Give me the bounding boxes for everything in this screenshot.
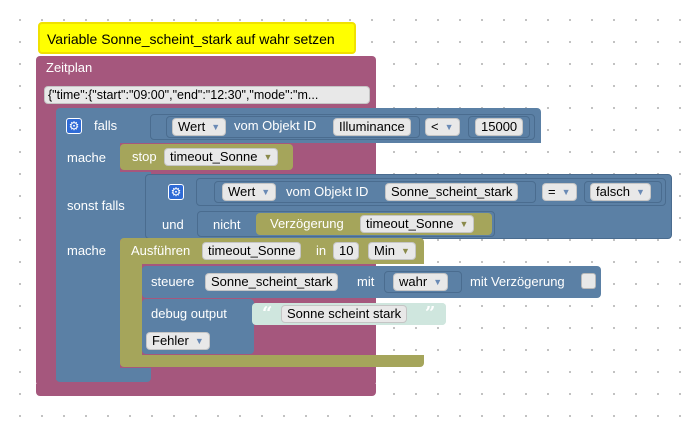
if-block-bottom	[56, 368, 151, 382]
with-delay-label: mit Verzögerung	[470, 274, 565, 289]
delay-label: Verzögerung	[270, 216, 344, 231]
dropdown-arrow-icon: ▼	[194, 336, 204, 346]
of-object-label-1: vom Objekt ID	[234, 118, 317, 133]
stop-label: stop	[132, 149, 157, 164]
and-gear-icon[interactable]: ⚙	[168, 184, 184, 200]
dropdown-arrow-icon: ▼	[211, 122, 221, 132]
dropdown-arrow-icon: ▼	[459, 219, 469, 229]
with-delay-checkbox[interactable]	[581, 273, 596, 289]
else-if-label: sonst falls	[67, 198, 125, 213]
close-quote-icon: ”	[425, 303, 436, 324]
control-label: steuere	[151, 274, 195, 289]
dropdown-arrow-icon: ▼	[635, 187, 645, 197]
object-id-field-1[interactable]: Illuminance	[333, 118, 411, 136]
delay-unit-dropdown[interactable]: Min▼	[368, 242, 416, 260]
control-object-field[interactable]: Sonne_scheint_stark	[205, 273, 339, 291]
not-label: nicht	[213, 217, 241, 232]
in-label: in	[316, 243, 327, 258]
dropdown-arrow-icon: ▼	[400, 246, 410, 256]
if-block-elseif-row	[56, 172, 151, 240]
delay-amount-field[interactable]: 10	[333, 242, 360, 260]
operator-dropdown-2[interactable]: =▼	[542, 183, 577, 201]
of-object-label-2: vom Objekt ID	[286, 184, 369, 199]
operator-dropdown-1[interactable]: <▼	[425, 118, 460, 136]
dropdown-arrow-icon: ▼	[261, 187, 271, 197]
execute-timeout-field[interactable]: timeout_Sonne	[202, 242, 302, 260]
property-dropdown-2[interactable]: Wert▼	[222, 183, 277, 201]
with-label: mit	[357, 274, 375, 289]
dropdown-arrow-icon: ▼	[433, 277, 443, 287]
schedule-bottom-cap	[36, 384, 376, 396]
mutator-gear-icon[interactable]: ⚙	[66, 118, 82, 134]
property-dropdown-1[interactable]: Wert▼	[172, 118, 227, 136]
debug-label: debug output	[151, 306, 227, 321]
stop-timeout-dropdown[interactable]: timeout_Sonne▼	[164, 148, 279, 166]
open-quote-icon: “	[262, 303, 273, 324]
debug-text-field[interactable]: Sonne scheint stark	[281, 305, 408, 323]
comment-text: Variable Sonne_scheint_stark auf wahr se…	[47, 31, 335, 47]
dropdown-arrow-icon: ▼	[444, 122, 454, 132]
dropdown-arrow-icon: ▼	[561, 187, 571, 197]
comment-block[interactable]: Variable Sonne_scheint_stark auf wahr se…	[38, 22, 356, 54]
control-value-dropdown[interactable]: wahr▼	[393, 273, 449, 291]
and-label: und	[162, 217, 184, 232]
execute-timeout-spine	[120, 262, 142, 362]
execute-label: Ausführen	[131, 243, 191, 258]
schedule-title: Zeitplan	[46, 60, 93, 75]
debug-level-dropdown[interactable]: Fehler▼	[146, 332, 210, 350]
dropdown-arrow-icon: ▼	[263, 152, 273, 162]
delay-timeout-dropdown[interactable]: timeout_Sonne▼	[360, 215, 475, 233]
do-label: mache	[67, 150, 107, 165]
object-id-field-2[interactable]: Sonne_scheint_stark	[385, 183, 519, 201]
schedule-value-field[interactable]: {"time":{"start":"09:00","end":"12:30","…	[44, 86, 370, 104]
number-field-1[interactable]: 15000	[475, 118, 524, 136]
if-label: falls	[94, 118, 118, 133]
execute-timeout-bottom	[120, 355, 424, 367]
bool-dropdown-2[interactable]: falsch▼	[590, 183, 651, 201]
do2-label: mache	[67, 243, 107, 258]
